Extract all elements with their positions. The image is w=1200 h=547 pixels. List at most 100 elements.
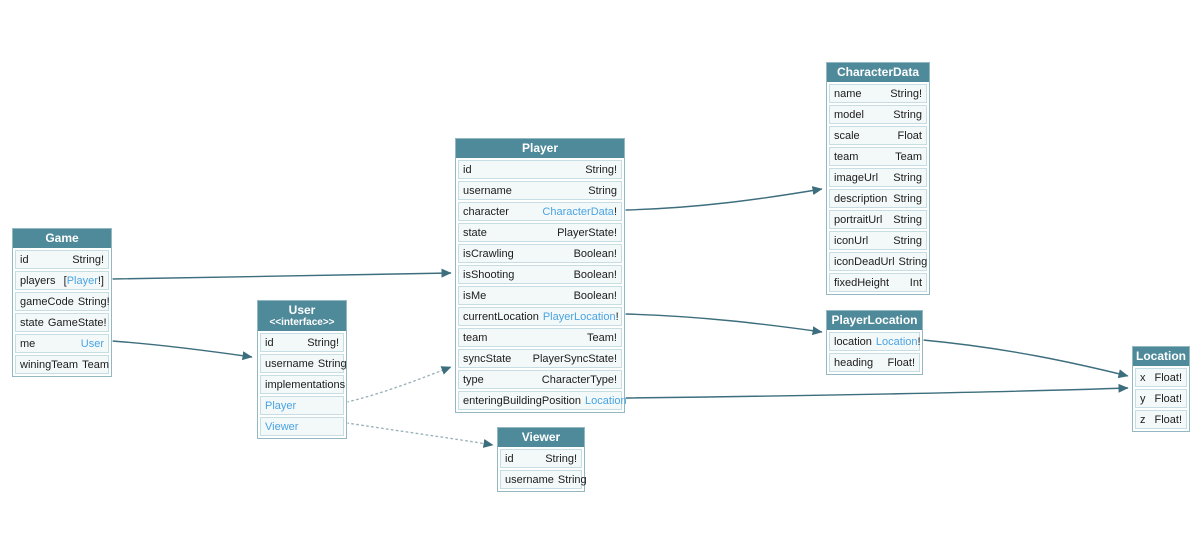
type-text: PlayerSyncState!: [532, 352, 617, 365]
type-reference-link[interactable]: Player: [66, 274, 98, 287]
type-reference-link[interactable]: Location: [585, 394, 627, 407]
field-row-user-implementations[interactable]: implementations: [260, 375, 345, 394]
type-text: CharacterType!: [541, 373, 617, 386]
field-type[interactable]: [Player!]: [64, 275, 104, 287]
field-type: String: [893, 214, 922, 226]
field-row-characterdata-scale[interactable]: scale Float: [829, 126, 927, 145]
field-name: gameCode: [20, 295, 74, 308]
type-title-playerlocation[interactable]: PlayerLocation: [827, 311, 922, 330]
field-type: String!: [890, 88, 922, 100]
type-title-player[interactable]: Player: [456, 139, 624, 158]
field-type: CharacterType!: [542, 374, 617, 386]
type-text: Boolean!: [573, 268, 617, 281]
field-type[interactable]: CharacterData!: [542, 206, 617, 218]
type-reference-link[interactable]: CharacterData: [542, 205, 614, 218]
type-reference-link[interactable]: PlayerLocation: [542, 310, 616, 323]
type-title-viewer[interactable]: Viewer: [498, 428, 584, 447]
field-type[interactable]: Location!: [876, 336, 921, 348]
type-text: String!: [585, 163, 617, 176]
field-row-game-players[interactable]: players[Player!]: [15, 271, 109, 290]
type-text: [: [63, 274, 67, 287]
field-name: team: [463, 331, 488, 344]
field-name: scale: [834, 129, 860, 142]
field-type[interactable]: PlayerLocation!: [543, 311, 619, 323]
field-type[interactable]: Location: [585, 395, 627, 407]
field-type: Int: [910, 277, 922, 289]
type-text: Team!: [587, 331, 617, 344]
type-title-game[interactable]: Game: [13, 229, 111, 248]
field-type[interactable]: User: [81, 338, 104, 350]
type-reference-link[interactable]: User: [80, 337, 104, 350]
edge-user-player-implementation: [346, 366, 452, 403]
field-row-player-team[interactable]: team Team!: [458, 328, 622, 347]
field-type: Boolean!: [574, 269, 617, 281]
type-title-user[interactable]: User<<interface>>: [258, 301, 346, 331]
type-text: String: [893, 171, 922, 184]
field-type: String: [588, 185, 617, 197]
field-name: username: [265, 357, 314, 370]
field-row-user-player[interactable]: Player: [260, 396, 344, 415]
type-reference-link[interactable]: Location: [875, 335, 918, 348]
type-title-characterdata[interactable]: CharacterData: [827, 63, 929, 82]
field-type: String: [899, 256, 928, 268]
field-name: currentLocation: [463, 310, 539, 323]
type-text: Team: [82, 358, 109, 371]
field-name: isMe: [463, 289, 487, 302]
type-text: String: [898, 255, 928, 268]
field-name: portraitUrl: [834, 213, 883, 226]
field-name: id: [505, 452, 514, 465]
edge-game-me-to-user: [111, 340, 253, 361]
field-row-characterdata-portraiturl[interactable]: portraitUrl String: [829, 210, 927, 229]
type-text: String!: [307, 336, 339, 349]
field-type: Float: [898, 130, 922, 142]
field-row-user-viewer[interactable]: Viewer: [260, 417, 344, 436]
type-title-location[interactable]: Location: [1133, 347, 1189, 366]
field-row-player-currentlocation[interactable]: currentLocation PlayerLocation!: [458, 307, 622, 326]
field-type: Team: [895, 151, 922, 163]
